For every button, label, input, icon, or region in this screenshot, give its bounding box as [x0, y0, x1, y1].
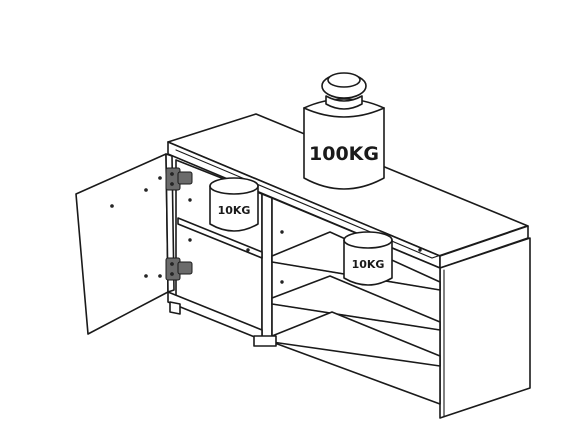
hinge-lower: [165, 257, 193, 281]
weight-top-label: 100KG: [309, 143, 379, 165]
foot-middle: [253, 335, 277, 347]
left-door: [75, 153, 175, 335]
middle-divider: [261, 193, 273, 343]
weight-right-body: [343, 239, 393, 286]
weight-top-neck: [325, 95, 363, 110]
weight-left-top: [209, 177, 259, 195]
weight-right-label: 10KG: [352, 258, 385, 271]
door-panel: [75, 153, 169, 335]
weight-left-shelf: 10KG: [209, 177, 259, 232]
right-shelf-lower: [271, 275, 441, 331]
weight-left-label: 10KG: [218, 204, 251, 217]
weight-right-top: [343, 231, 393, 249]
foot-left: [169, 301, 181, 315]
weight-left-body: [209, 185, 259, 232]
cabinet-right-side-panel: [439, 237, 531, 419]
cabinet-body: [167, 113, 531, 419]
weight-right-shelf: 10KG: [343, 231, 393, 286]
weight-top: 100KG: [303, 72, 385, 190]
hinge-upper: [165, 167, 193, 191]
